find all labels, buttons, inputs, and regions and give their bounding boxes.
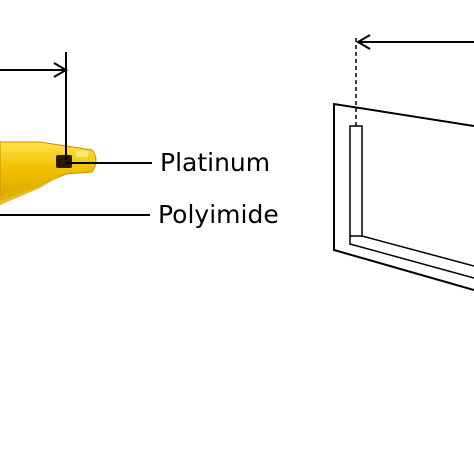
sensing-element [349, 125, 363, 237]
right-arrowhead [356, 34, 371, 50]
lead-wire-inner [361, 235, 474, 267]
left-dimension [0, 52, 68, 160]
highlight [76, 151, 88, 157]
polyimide-tape [0, 141, 97, 201]
sensor-photo [0, 141, 97, 205]
platinum-element [56, 155, 72, 168]
polyimide-label: Polyimide [158, 200, 279, 229]
substrate-outline [333, 102, 474, 291]
platinum-label: Platinum [160, 148, 271, 177]
polyimide-fold [0, 176, 60, 205]
sensor-schematic [333, 34, 474, 291]
lead-wire-outer [349, 236, 474, 279]
